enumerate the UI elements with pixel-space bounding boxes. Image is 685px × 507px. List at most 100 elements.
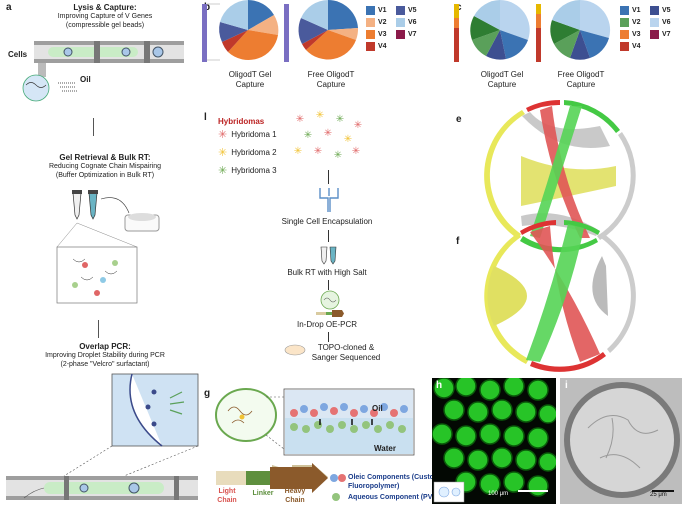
l-step4-l2: Sanger Sequenced: [311, 353, 381, 362]
b-pie1: [219, 0, 279, 61]
c-pie2-caption-l2: Capture: [566, 80, 596, 89]
g-legend2: Aqueous Component (PVA): [348, 494, 440, 501]
l-encapsulation-chip-icon: [319, 188, 339, 212]
c-pie1-caption-l2: Capture: [487, 80, 517, 89]
b-legend-item-v3: V3: [366, 30, 387, 39]
c-legend-label: V3: [632, 31, 641, 38]
panel-b-label: b: [204, 2, 211, 13]
c-legend-label: V1: [632, 7, 641, 14]
b-legend-label: V5: [408, 7, 417, 14]
a-section2-sub2: (Buffer Optimization in Bulk RT): [55, 172, 155, 179]
l-step3: In-Drop OE-PCR: [296, 320, 357, 329]
f-chord-diagram: [484, 220, 636, 372]
l-rt-tubes-icon: [320, 246, 337, 265]
b-legend-swatch: [366, 18, 375, 27]
a-tubes-and-zoom-illustration: [56, 190, 160, 304]
g-linker-label: Linker: [252, 490, 274, 497]
c-legend-swatch: [620, 42, 629, 51]
panel-h-label: h: [436, 380, 443, 391]
c-legend-label: V6: [662, 19, 671, 26]
c-pie1: [470, 0, 530, 60]
h-fluorescence-micrograph: [432, 378, 556, 504]
b-legend-swatch: [396, 18, 405, 27]
b-legend-item-v1: V1: [366, 6, 387, 15]
a-arrow-2: [98, 320, 99, 338]
b-legend-label: V1: [378, 7, 387, 14]
b-legend-item-v6: V6: [396, 18, 417, 27]
c-legend-swatch: [620, 6, 629, 15]
b-legend-swatch: [396, 6, 405, 15]
b-legend-item-v7: V7: [396, 30, 417, 39]
l-hybridoma-label: Hybridoma 3: [231, 166, 277, 175]
panel-a-label: a: [6, 2, 12, 13]
b-bar2: [284, 4, 289, 62]
cell-icon: ✳: [218, 147, 228, 159]
b-legend-label: V2: [378, 19, 387, 26]
c-legend-label: V7: [662, 31, 671, 38]
l-petri-dish-icon: [284, 344, 306, 356]
b-pie1-caption-l1: OligodT Gel: [228, 70, 272, 79]
a-section3-sub1: Improving Droplet Stability during PCR: [45, 352, 165, 359]
svg-text:✳: ✳: [324, 128, 332, 139]
g-legend1-l1: Oleic Components (Custom: [348, 474, 441, 481]
b-legend-label: V7: [408, 31, 417, 38]
b-legend-item-v2: V2: [366, 18, 387, 27]
b-legend-label: V4: [378, 43, 387, 50]
c-legend-label: V4: [632, 43, 641, 50]
b-legend-swatch: [366, 30, 375, 39]
svg-text:✳: ✳: [354, 120, 362, 131]
g-heavy-chain-l2: Chain: [285, 497, 305, 504]
c-legend-swatch: [620, 30, 629, 39]
a-arrow-1: [93, 118, 94, 136]
l-cells-scatter: ✳ ✳ ✳ ✳ ✳ ✳ ✳ ✳ ✳ ✳ ✳: [294, 110, 362, 161]
svg-text:✳: ✳: [304, 130, 312, 141]
c-legend-swatch: [650, 30, 659, 39]
a-droplet-chip-illustration: [22, 41, 184, 102]
svg-text:✳: ✳: [352, 146, 360, 157]
b-pie2-caption-l1: Free OligodT: [307, 70, 355, 79]
a-oil-label: Oil: [80, 75, 91, 84]
i-brightfield-micrograph: [560, 378, 682, 504]
b-legend-label: V3: [378, 31, 387, 38]
a-section3-sub2: (2-phase "Velcro" surfactant): [60, 361, 150, 368]
l-hybridoma-item: ✳Hybridoma 2: [218, 146, 277, 159]
a-section3-title: Overlap PCR:: [79, 342, 131, 351]
e-chord-diagram: [484, 99, 636, 253]
b-legend-label: V6: [408, 19, 417, 26]
svg-text:✳: ✳: [336, 114, 344, 125]
l-arrow-1: [328, 170, 329, 184]
panel-l-label: l: [204, 112, 207, 123]
l-step1: Single Cell Encapsulation: [281, 217, 373, 226]
g-light-chain-l1: Light: [218, 488, 236, 495]
svg-text:✳: ✳: [334, 150, 342, 161]
g-oil-label: Oil: [372, 404, 383, 413]
panel-g-label: g: [204, 388, 211, 399]
b-pie-charts: [202, 0, 359, 62]
c-legend-swatch: [650, 18, 659, 27]
l-arrow-4: [328, 332, 329, 342]
b-legend-swatch: [396, 30, 405, 39]
panel-e-label: e: [456, 114, 462, 125]
g-light-chain-l2: Chain: [217, 497, 237, 504]
a-section1-sub1: Improving Capture of V Genes: [57, 13, 153, 20]
c-legend-label: V5: [662, 7, 671, 14]
svg-text:✳: ✳: [344, 134, 352, 145]
b-legend-swatch: [366, 42, 375, 51]
cell-icon: ✳: [218, 129, 228, 141]
l-hybridoma-label: Hybridoma 2: [231, 148, 277, 157]
svg-text:✳: ✳: [314, 146, 322, 157]
b-legend-item-v4: V4: [366, 42, 387, 51]
c-legend-swatch: [620, 18, 629, 27]
a-overlap-pcr-illustration: [6, 373, 199, 500]
b-bar1: [202, 4, 207, 62]
panel-i-label: i: [565, 380, 568, 391]
a-cells-label: Cells: [8, 50, 28, 59]
l-hybridoma-item: ✳Hybridoma 1: [218, 128, 277, 141]
c-legend-label: V2: [632, 19, 641, 26]
g-water-label: Water: [374, 444, 396, 453]
g-legend1-l2: Fluoropolymer): [348, 483, 400, 490]
b-legend-item-v5: V5: [396, 6, 417, 15]
i-scale-bar-label: 25 μm: [650, 492, 667, 498]
c-legend-item-v2: V2: [620, 18, 641, 27]
b-pie2-caption-l2: Capture: [316, 80, 346, 89]
